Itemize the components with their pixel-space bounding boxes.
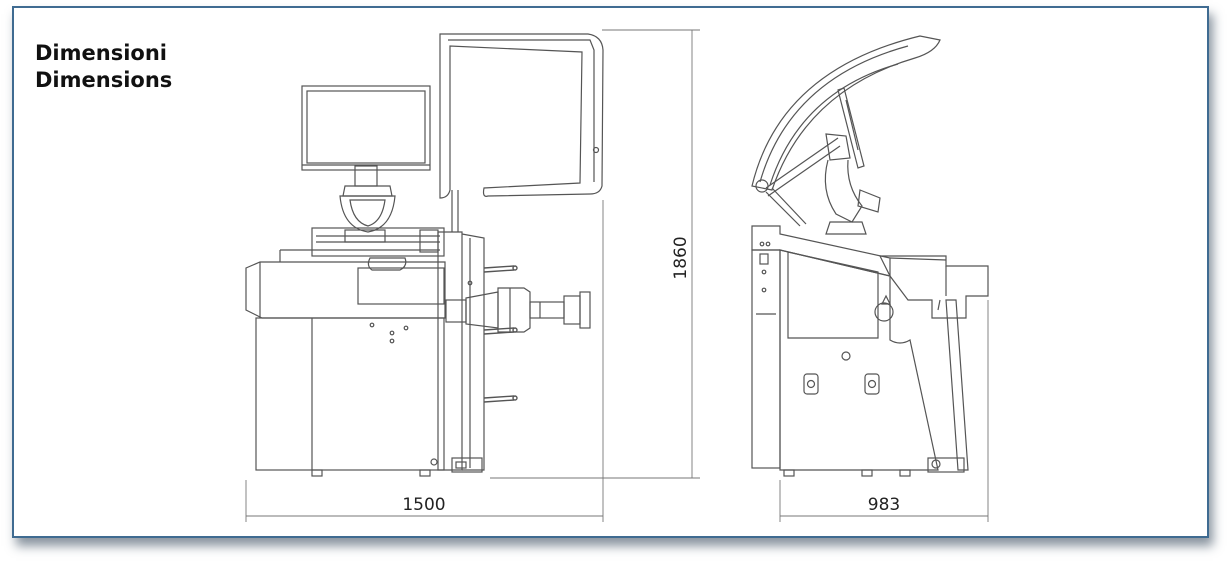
- dimension-width-label: 1500: [402, 495, 445, 515]
- dimension-lines: [245, 29, 989, 522]
- side-feet: [783, 469, 911, 477]
- dimension-depth-label: 983: [868, 495, 900, 515]
- machine-top: [245, 249, 446, 319]
- title-italian: Dimensioni: [35, 41, 167, 65]
- balancing-shaft: [445, 287, 591, 333]
- front-view: [245, 33, 604, 477]
- weights-tray: [311, 227, 445, 257]
- shaft-column: [430, 231, 485, 473]
- side-view: [751, 35, 989, 477]
- side-top: [879, 255, 989, 319]
- cabinet: [255, 317, 445, 477]
- side-hood: [751, 35, 941, 227]
- monitor: [301, 85, 431, 233]
- side-cabinet: [751, 225, 939, 471]
- dimension-height-label: 1860: [671, 236, 691, 279]
- drawing-frame: [12, 6, 1209, 538]
- side-post: [927, 299, 969, 473]
- page-title: Dimensioni Dimensions: [35, 40, 172, 94]
- title-english: Dimensions: [35, 68, 173, 92]
- wheel-guard-hood: [439, 33, 604, 232]
- cone-holders: [483, 265, 518, 403]
- side-monitor: [824, 87, 881, 235]
